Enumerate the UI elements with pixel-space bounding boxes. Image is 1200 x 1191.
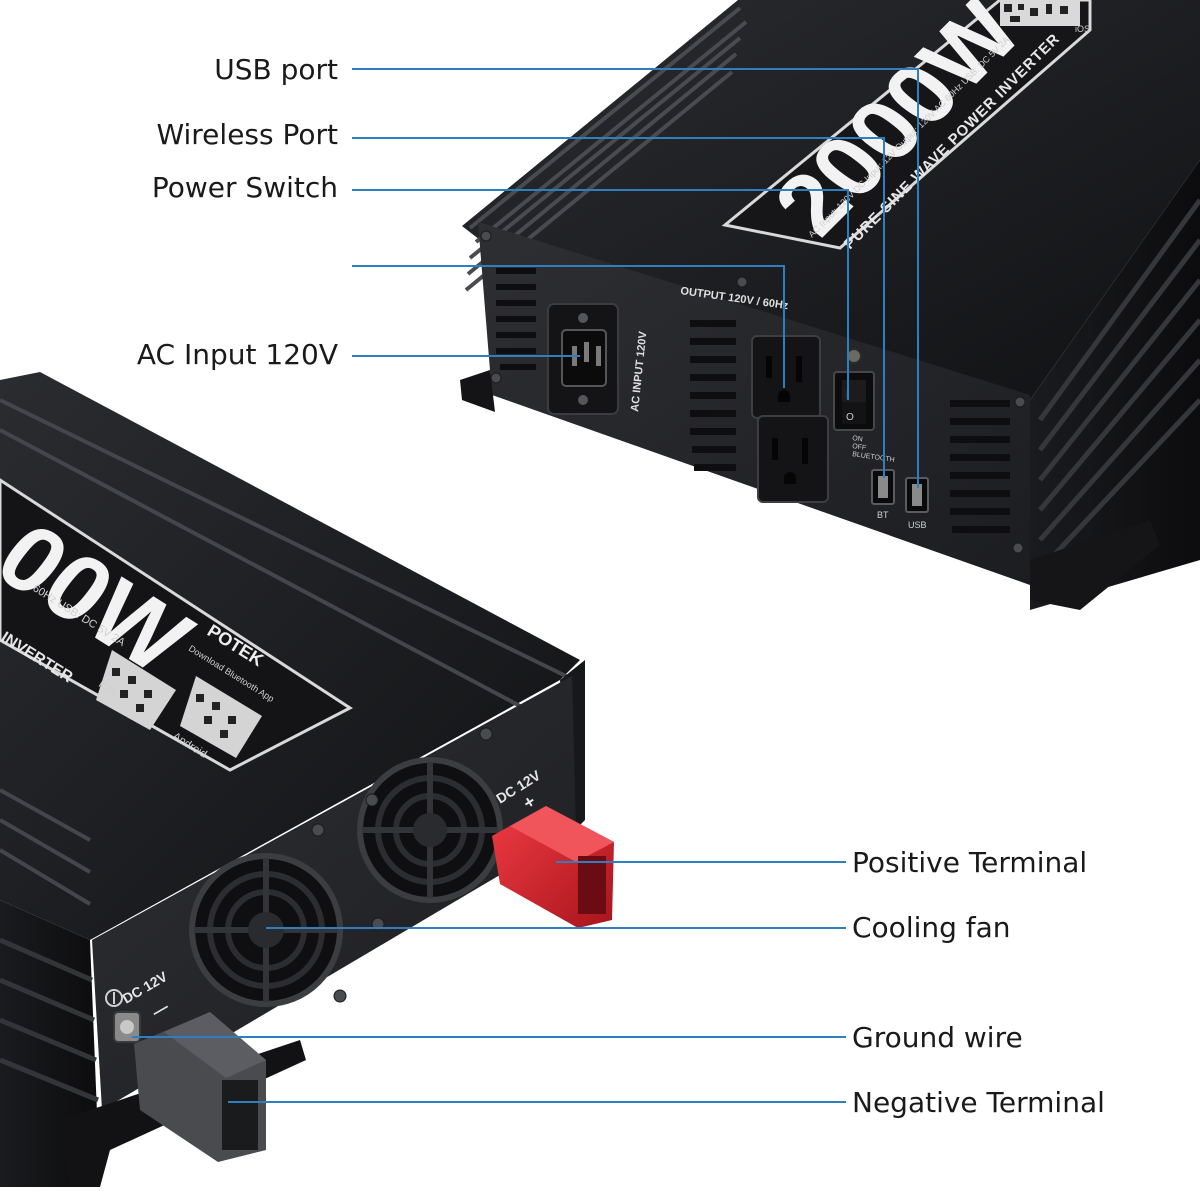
top-unit-usb-port-label: USB bbox=[908, 520, 927, 530]
leader-ac-outlet bbox=[352, 265, 785, 388]
callout-cooling-fan: Cooling fan bbox=[852, 911, 1011, 944]
top-unit-foot-left bbox=[460, 370, 495, 412]
top-unit-ios-badge: iOS bbox=[1075, 24, 1090, 34]
top-unit-vents-left bbox=[496, 268, 536, 370]
bottom-unit-side-fins bbox=[0, 937, 99, 1103]
bottom-unit-top-surface bbox=[0, 372, 580, 940]
bottom-unit-qr-ios-pattern bbox=[112, 668, 152, 712]
bottom-unit-fan-right bbox=[357, 757, 503, 903]
top-unit-ac-input-socket bbox=[547, 303, 619, 415]
bottom-unit-qr-android-pattern bbox=[196, 694, 236, 738]
top-unit-side-fins bbox=[1037, 198, 1200, 572]
bottom-unit-fins bbox=[0, 398, 571, 906]
callout-power-switch: Power Switch bbox=[151, 171, 338, 204]
switch-label-off: OFF bbox=[852, 443, 867, 452]
top-unit-vents-right bbox=[950, 400, 1010, 533]
callout-negative-terminal: Negative Terminal bbox=[852, 1086, 1105, 1119]
top-unit-foot-right bbox=[1030, 520, 1160, 610]
top-inverter: 2000W PURE SINE WAVE POWER INVERTER AC I… bbox=[460, 0, 1200, 610]
bottom-inverter: 00W 60Hz USB: DC 5V 2A INVERTER POTEK Do… bbox=[0, 372, 614, 1187]
ground-wire-screw bbox=[105, 989, 141, 1043]
callout-usb-port: USB port bbox=[214, 53, 338, 86]
svg-text:O: O bbox=[846, 412, 854, 423]
bottom-unit-fan-left bbox=[189, 853, 343, 1007]
leader-lines bbox=[132, 68, 919, 1103]
positive-terminal bbox=[492, 806, 614, 928]
callout-ac-input: AC Input 120V bbox=[136, 338, 338, 371]
top-unit-bt-port-label: BT bbox=[877, 510, 889, 520]
top-unit-ac-outlet-upper bbox=[751, 335, 821, 419]
leader-power-switch bbox=[352, 189, 849, 400]
switch-label-on: ON bbox=[852, 435, 863, 443]
top-unit-screws bbox=[480, 230, 1026, 554]
negative-terminal bbox=[134, 1012, 266, 1162]
leader-wireless-port bbox=[352, 137, 885, 478]
callout-ground-wire: Ground wire bbox=[852, 1021, 1023, 1054]
top-unit-vents-mid bbox=[690, 320, 736, 471]
top-unit-ac-outlet-lower bbox=[757, 415, 829, 503]
top-unit-qr-pattern bbox=[1004, 4, 1068, 22]
callout-positive-terminal: Positive Terminal bbox=[852, 846, 1088, 879]
top-unit-label-plate bbox=[721, 0, 1092, 250]
leader-usb-port bbox=[352, 68, 919, 488]
dc-negative-sign: — bbox=[150, 999, 172, 1022]
callout-wireless-port: Wireless Port bbox=[156, 118, 338, 151]
bottom-unit-label-plate bbox=[0, 478, 353, 772]
